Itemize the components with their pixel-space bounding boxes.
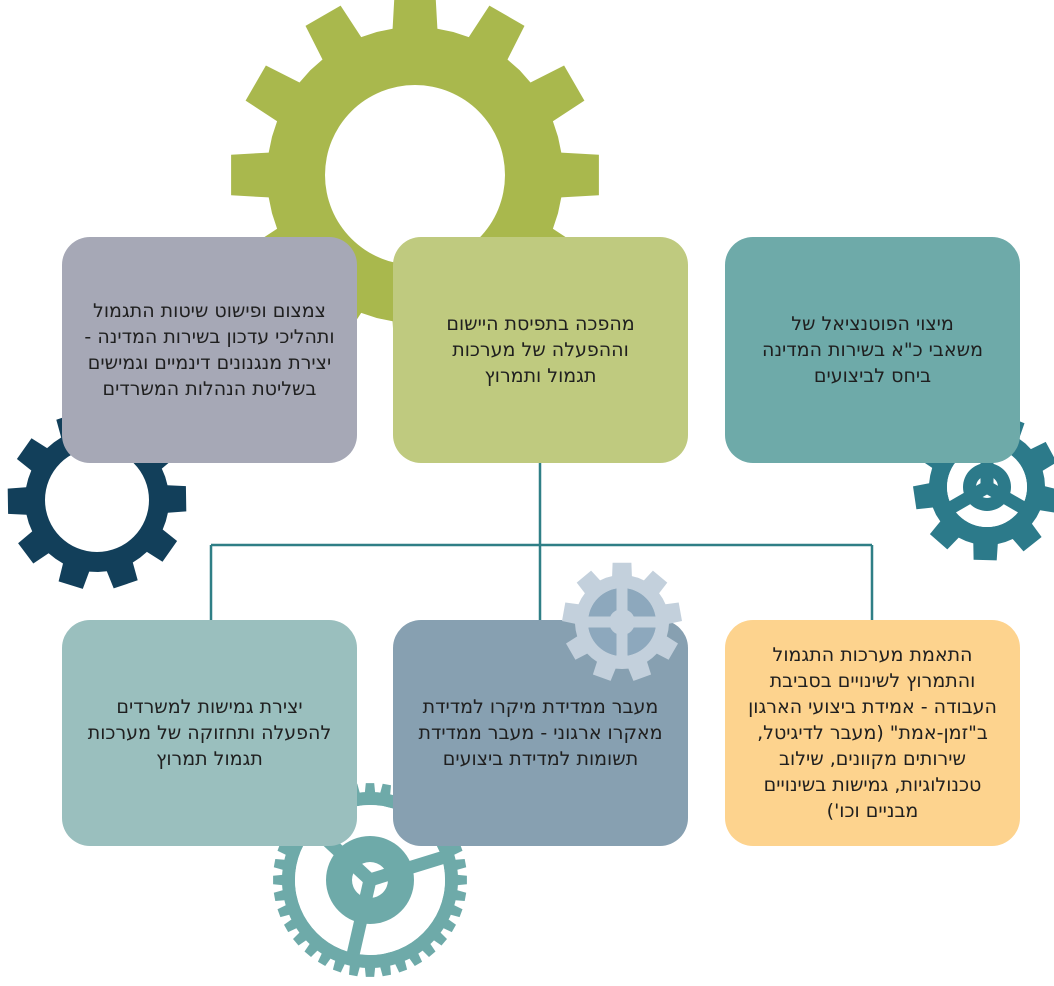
box-top-left-text: צמצום ופישוט שיטות התגמול ותהליכי עדכון … [84, 300, 335, 400]
box-top-right-text: מיצוי הפוטנציאל של משאבי כ"א בשירות המדי… [762, 313, 983, 387]
box-top-center-text: מהפכה בתפיסת היישום וההפעלה של מערכות תג… [446, 313, 635, 387]
sea-wheel-hub [326, 836, 414, 924]
connector-lines [209, 463, 874, 620]
box-bottom-center-text: מעבר ממדידת מיקרו למדידת מאקרו ארגוני - … [418, 696, 663, 770]
box-top-center: מהפכה בתפיסת היישום וההפעלה של מערכות תג… [393, 237, 688, 463]
box-top-left: צמצום ופישוט שיטות התגמול ותהליכי עדכון … [62, 237, 357, 463]
teal-wheel-hub [963, 463, 1011, 511]
box-bottom-right: התאמת מערכות התגמול והתמרוץ לשינויים בסב… [725, 620, 1020, 846]
box-top-right: מיצוי הפוטנציאל של משאבי כ"א בשירות המדי… [725, 237, 1020, 463]
box-bottom-left: יצירת גמישות למשרדים להפעלה ותחזוקה של מ… [62, 620, 357, 846]
box-bottom-center: מעבר ממדידת מיקרו למדידת מאקרו ארגוני - … [393, 620, 688, 846]
box-bottom-left-text: יצירת גמישות למשרדים להפעלה ותחזוקה של מ… [87, 696, 332, 770]
box-bottom-right-text: התאמת מערכות התגמול והתמרוץ לשינויים בסב… [748, 644, 997, 822]
